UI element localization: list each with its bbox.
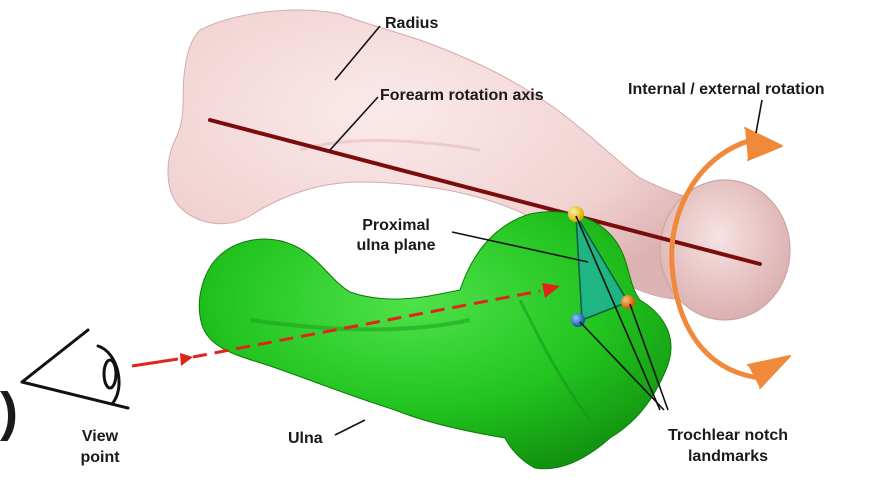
label-trochlear-2: landmarks [688,448,768,465]
label-trochlear-1: Trochlear notch [668,427,788,444]
label-view-1: View [82,428,119,445]
label-view-2: point [80,449,120,466]
landmark-yellow [568,206,584,222]
label-proximal-plane-1: Proximal [362,217,430,234]
landmark-orange [621,295,635,309]
label-proximal-plane-2: ulna plane [356,237,435,254]
leader-rotation [756,100,762,133]
leader-ulna [335,420,365,435]
label-ulna: Ulna [288,430,323,447]
label-rotation: Internal / external rotation [628,81,824,98]
edge-parenthesis: ) [0,382,18,442]
label-radius: Radius [385,15,438,32]
eye-icon [22,330,128,408]
label-forearm-axis: Forearm rotation axis [380,87,544,104]
